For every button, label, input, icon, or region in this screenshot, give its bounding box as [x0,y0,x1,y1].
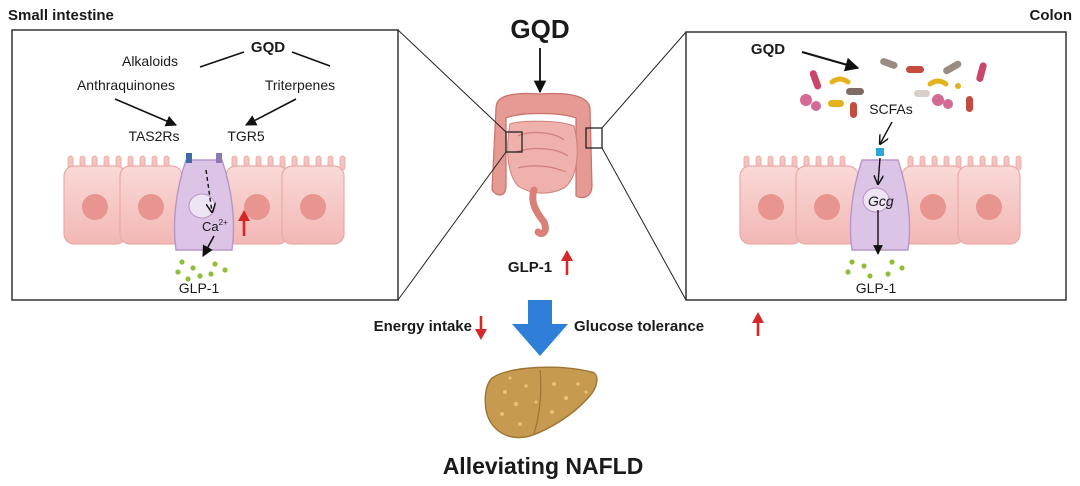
small-intestine-title: Small intestine [8,7,114,24]
colon-zoom-box [585,127,603,149]
si-nucleus-3 [244,194,270,220]
ffar-receptor-icon [876,148,884,156]
calcium-label: Ca2+ [202,218,228,234]
gqd-to-microbiota-arrow [801,51,860,72]
glp1-up-arrow [561,250,573,275]
energy-intake-label: Energy intake [374,318,472,335]
anthraquinones-to-tas2rs-arrow [114,98,178,127]
si-glp1-release-arrow [202,235,215,257]
si-epithelium [63,153,346,251]
calcium-up-arrow [238,210,250,236]
triterpenes-to-tgr5-arrow [245,98,297,126]
glucose-tolerance-label: Glucose tolerance [574,318,704,335]
colon-glp1-granules [845,259,905,279]
si-nucleus-4 [300,194,326,220]
colon-glp1-label: GLP-1 [856,280,897,296]
colon-gqd-label: GQD [751,41,785,58]
si-zoom-line-top [397,29,507,133]
colon-title: Colon [1030,7,1073,24]
center-glp1-label: GLP-1 [508,259,552,276]
big-down-arrow [512,300,568,356]
center-gqd-label: GQD [510,14,569,44]
colon-zoom-line-top [601,31,687,129]
outcome-label: Alleviating NAFLD [443,453,644,479]
colon-nucleus-3 [920,194,946,220]
gcg-label: Gcg [868,193,894,209]
colon-epithelium [739,148,1022,255]
colon-zoom-line-bottom [601,147,687,301]
si-signal-dashed-arrow [205,169,212,212]
gqd-to-triterpenes-line [291,51,331,67]
tas2rs-label: TAS2Rs [128,128,179,144]
scfas-label: SCFAs [869,101,913,117]
energy-intake-down-arrow [475,316,487,340]
si-zoom-box [505,131,523,153]
tgr5-receptor-icon [216,153,222,163]
triterpenes-label: Triterpenes [265,77,335,93]
colon-l-cell-nucleus [862,187,890,213]
gqd-to-alkaloids-line [199,51,245,68]
tgr5-label: TGR5 [227,128,265,144]
intestine-illustration [491,92,593,237]
si-zoom-line-bottom [397,151,507,301]
gut-microbiota-icon [800,58,987,118]
si-nucleus-2 [138,194,164,220]
si-glp1-label: GLP-1 [179,280,220,296]
receptor-to-gcg-arrow [878,157,880,184]
colon-nucleus-4 [976,194,1002,220]
scfas-to-receptor-arrow [880,121,893,144]
anthraquinones-label: Anthraquinones [77,77,175,93]
si-glp1-granules [175,259,228,282]
colon-nucleus-2 [814,194,840,220]
alkaloids-label: Alkaloids [122,53,178,69]
si-gqd-label: GQD [251,39,285,56]
colon-nucleus-1 [758,194,784,220]
si-nucleus-1 [82,194,108,220]
tas2rs-receptor-icon [186,153,192,163]
glucose-tolerance-up-arrow [752,312,764,336]
liver-illustration [484,366,598,439]
